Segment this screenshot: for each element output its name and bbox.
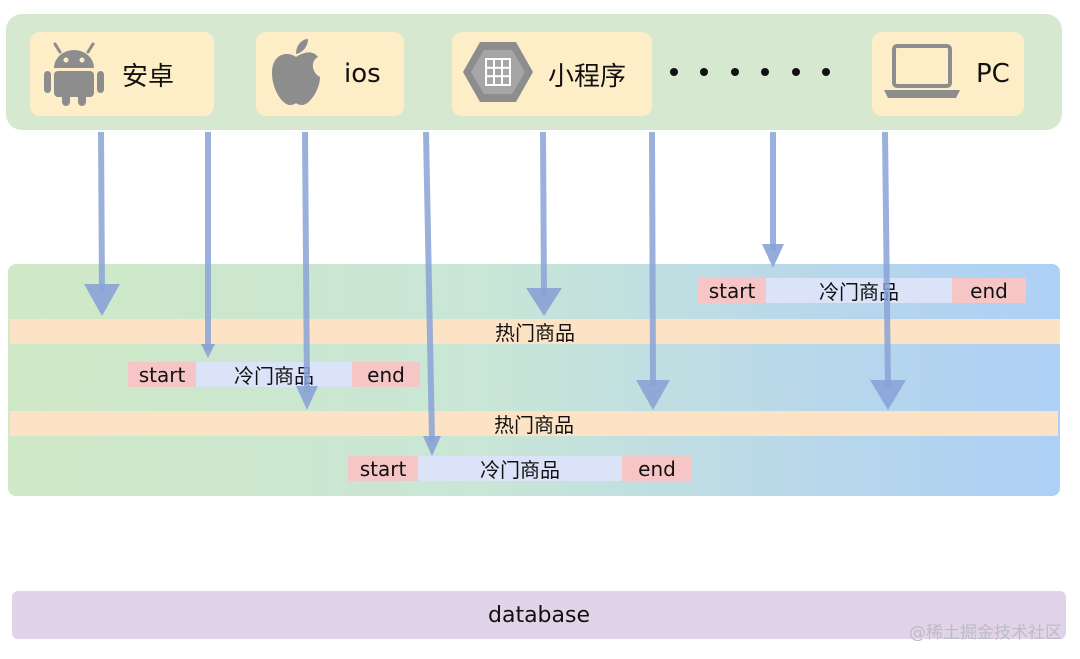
range-start: start xyxy=(348,456,418,481)
hot-goods-label: 热门商品 xyxy=(494,413,574,437)
cold-range-bottom: start 冷门商品 end xyxy=(348,456,692,482)
watermark: @稀土掘金技术社区 xyxy=(909,623,1062,643)
client-label: 小程序 xyxy=(548,61,627,92)
client-label: ios xyxy=(344,59,381,89)
cold-goods-label: 冷门商品 xyxy=(196,362,352,388)
client-android[interactable]: 安卓 xyxy=(30,32,214,116)
range-start: start xyxy=(128,362,196,387)
laptop-icon xyxy=(882,44,962,104)
cold-range-top-right: start 冷门商品 end xyxy=(698,278,1026,304)
client-pc[interactable]: PC xyxy=(872,32,1024,116)
cold-goods-label: 冷门商品 xyxy=(766,278,952,304)
apple-icon xyxy=(266,37,326,111)
client-mini-program[interactable]: 小程序 xyxy=(452,32,652,116)
client-ios[interactable]: ios xyxy=(256,32,404,116)
client-label: PC xyxy=(976,59,1010,89)
database-bar: database xyxy=(12,591,1066,639)
client-label: 安卓 xyxy=(122,61,175,92)
cold-range-left: start 冷门商品 end xyxy=(128,362,420,388)
range-end: end xyxy=(622,456,692,481)
mini-program-icon xyxy=(462,40,534,108)
range-end: end xyxy=(952,278,1026,303)
range-start: start xyxy=(698,278,766,303)
cold-goods-label: 冷门商品 xyxy=(418,456,622,482)
hot-goods-label: 热门商品 xyxy=(495,321,575,345)
android-icon xyxy=(42,38,106,110)
database-label: database xyxy=(488,602,590,628)
range-end: end xyxy=(352,362,420,387)
hot-goods-bar: 热门商品 xyxy=(10,411,1058,437)
more-clients-ellipsis xyxy=(670,52,830,92)
hot-goods-bar: 热门商品 xyxy=(10,319,1060,345)
